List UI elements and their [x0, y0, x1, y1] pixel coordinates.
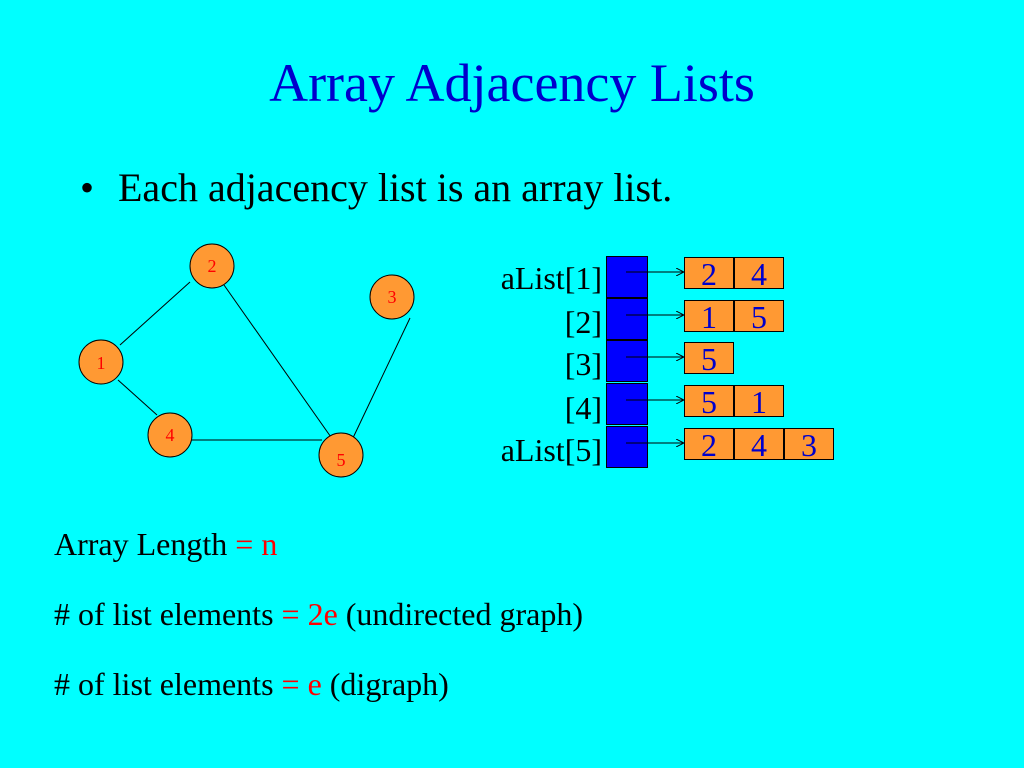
array-cell-5 [606, 426, 648, 468]
digraph-note: (digraph) [321, 666, 449, 702]
array-cell-1 [606, 256, 648, 298]
node-label: 1 [97, 353, 106, 373]
edge-1-4 [117, 379, 158, 416]
array-length-line: Array Length = n [54, 526, 277, 563]
bullet-point: • Each adjacency list is an array list. [80, 164, 672, 211]
edge-2-5 [223, 284, 334, 441]
list-node: 1 [734, 385, 784, 418]
array-row-label: [4] [564, 390, 602, 426]
graph-node-4: 4 [147, 412, 193, 458]
list-node: 5 [734, 300, 784, 333]
bullet-icon: • [80, 165, 95, 210]
list-node: 4 [734, 257, 784, 290]
digraph-count-line: # of list elements = e (digraph) [54, 666, 449, 703]
digraph-count-text: # of list elements [54, 666, 282, 702]
graph-node-3: 3 [369, 274, 415, 320]
list-node: 3 [784, 428, 834, 461]
edge-3-5 [351, 317, 411, 441]
undirected-count-line: # of list elements = 2e (undirected grap… [54, 596, 583, 633]
undirected-count-text: # of list elements [54, 596, 282, 632]
undirected-note: (undirected graph) [337, 596, 583, 632]
graph-node-5: 5 [318, 432, 364, 478]
array-cell-2 [606, 298, 648, 340]
list-node: 5 [684, 342, 734, 375]
list-node: 2 [684, 257, 734, 290]
bullet-text: Each adjacency list is an array list. [118, 165, 673, 210]
array-row-label: aList[5] [500, 432, 602, 468]
undirected-count-value: 2e [299, 596, 338, 632]
array-cell-3 [606, 340, 648, 382]
array-row-label: [3] [564, 346, 602, 382]
array-length-text: Array Length [54, 526, 236, 562]
node-label: 4 [166, 425, 175, 445]
list-node: 4 [734, 428, 784, 461]
list-node: 2 [684, 428, 734, 461]
node-label: 5 [337, 450, 346, 470]
list-node: 1 [684, 300, 734, 333]
graph-node-1: 1 [78, 339, 124, 385]
edge-1-2 [119, 281, 191, 346]
slide-title: Array Adjacency Lists [269, 53, 755, 113]
equals-sign: = [281, 596, 300, 632]
graph-node-2: 2 [189, 243, 235, 289]
digraph-count-value: e [299, 666, 322, 702]
equals-sign: = [281, 666, 300, 702]
node-label: 2 [208, 256, 217, 276]
node-label: 3 [388, 287, 397, 307]
array-row-label: [2] [564, 304, 602, 340]
array-cell-4 [606, 383, 648, 425]
equals-sign: = [235, 526, 254, 562]
array-row-label: aList[1] [500, 260, 602, 296]
array-length-value: n [253, 526, 278, 562]
list-node: 5 [684, 385, 734, 418]
